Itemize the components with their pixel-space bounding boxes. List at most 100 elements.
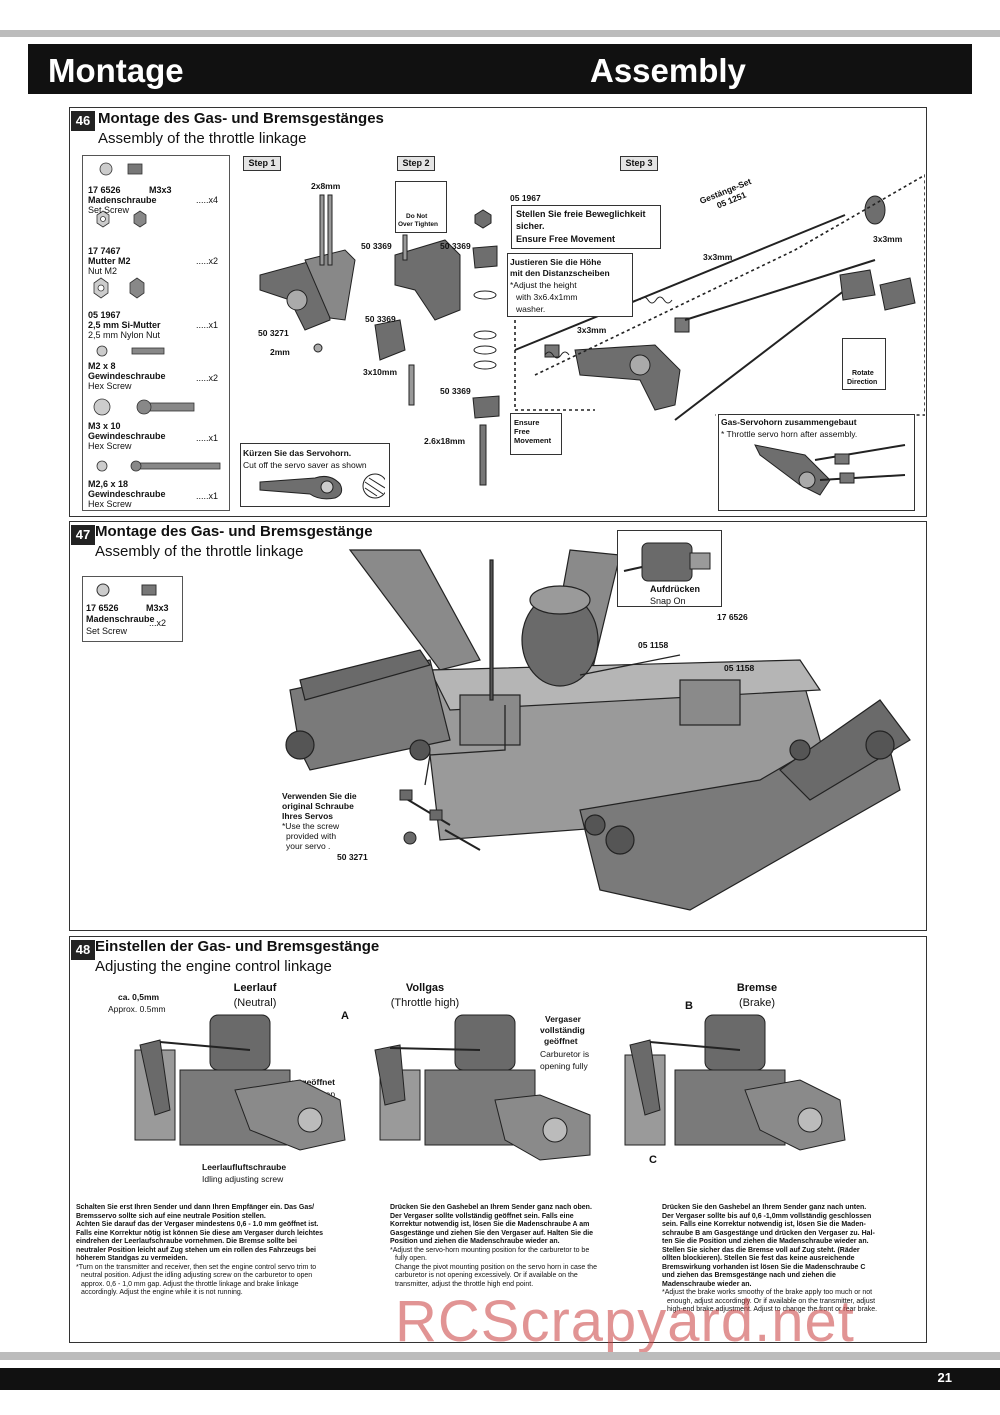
part-5-qty: .....x1 xyxy=(196,433,219,443)
label-50-3271: 50 3271 xyxy=(258,328,289,338)
section-47-title-de: Montage des Gas- und Bremsgestänge xyxy=(95,523,373,540)
label-3x3mm-b: 3x3mm xyxy=(703,252,733,262)
col3-de-3: schraube B am Gasgestänge und drücken de… xyxy=(662,1229,875,1237)
open-en1: Carburetor is xyxy=(540,1049,590,1059)
part-5-de: Gewindeschraube xyxy=(88,431,166,441)
rotate-direction-box xyxy=(842,338,886,390)
over-tighten-label: Over Tighten xyxy=(398,221,438,228)
neutral-en: (Neutral) xyxy=(233,997,277,1009)
column-1-text: Schalten Sie erst Ihren Sender und dann … xyxy=(76,1204,366,1298)
rotate-label: Rotate xyxy=(852,370,874,377)
col3-en-2: high-end brake adjustment. Adjust to cha… xyxy=(667,1306,878,1313)
label-2-6x18mm: 2.6x18mm xyxy=(424,436,466,446)
col2-en-2: Change the pivot mounting position on th… xyxy=(395,1263,597,1271)
step-2-label: Step 2 xyxy=(397,156,435,171)
servo-note-de3: Ihres Servos xyxy=(282,811,334,821)
col2-en-1: fully open. xyxy=(395,1255,427,1262)
part-1-en: Set Screw xyxy=(88,205,130,215)
callout-height-en1: *Adjust the height xyxy=(510,280,577,290)
snap-on-de: Aufdrücken xyxy=(650,584,701,594)
high-de: Vollgas xyxy=(405,982,445,994)
col2-de-1: Der Vergaser sollte vollständig geöffnet… xyxy=(390,1212,574,1220)
section-48-title-de: Einstellen der Gas- und Bremsgestänge xyxy=(95,938,380,955)
col3-de-6: ollten blockieren). Stellen Sie fest das… xyxy=(662,1255,855,1262)
section-47-title-en: Assembly of the throttle linkage xyxy=(95,543,304,560)
part-2-en: Nut M2 xyxy=(88,266,118,276)
part-1-spec: M3x3 xyxy=(149,185,172,195)
part-5-spec: M3 x 10 xyxy=(88,421,121,431)
assembly-drawing-46 xyxy=(259,174,925,486)
callout-free-de1: Stellen Sie freie Beweglichkeit xyxy=(516,209,646,219)
part-1-num: 17 6526 xyxy=(88,185,121,195)
col2-en-4: transmitter, adjust the throttle high en… xyxy=(395,1280,534,1288)
watermark: RCScrapyard.net xyxy=(395,1289,855,1354)
callout-height-en3: washer. xyxy=(516,304,546,314)
do-not-label: Do Not xyxy=(406,213,428,220)
label-05-1158-b: 05 1158 xyxy=(724,663,755,673)
gap-05-de: ca. 0,5mm xyxy=(118,992,160,1002)
callout-height-de2: mit den Distanzscheiben xyxy=(510,268,610,278)
parts-list-46 xyxy=(82,155,230,511)
label-3x3mm-a: 3x3mm xyxy=(577,325,607,335)
step-1-label: Step 1 xyxy=(243,156,281,171)
header-title-de: Montage xyxy=(48,52,184,89)
callout-free-de2: sicher. xyxy=(516,221,545,231)
col2-de-4: Position und ziehen die Madenschraube wi… xyxy=(390,1238,560,1245)
label-2x8mm: 2x8mm xyxy=(311,181,341,191)
col2-de-2: Korrektur notwendig ist, lösen Sie die M… xyxy=(390,1221,590,1228)
movement-label: Movement xyxy=(514,436,552,445)
engine-adjust-drawings xyxy=(134,1014,846,1161)
part-6-en: Hex Screw xyxy=(88,499,132,509)
idle-screw-de: Leerlaufluftschraube xyxy=(202,1162,287,1172)
callout-height-de1: Justieren Sie die Höhe xyxy=(510,257,602,267)
letter-b: B xyxy=(685,1000,693,1012)
callout-height-en2: with 3x6.4x1mm xyxy=(516,292,578,302)
part-4-qty: .....x2 xyxy=(196,373,219,383)
header-bar xyxy=(28,44,972,94)
col3-de-1: Der Vergaser sollte bis auf 0,6 -1,0mm v… xyxy=(662,1212,872,1220)
callout-servo-horn-assembled xyxy=(718,414,915,511)
part-4-spec: M2 x 8 xyxy=(88,361,116,371)
col2-en-3: carburetor is not opening excessively. O… xyxy=(395,1272,578,1279)
col1-en-1: neutral position. Adjust the idling adju… xyxy=(81,1272,313,1279)
part-1-qty: .....x4 xyxy=(196,195,219,205)
servo-horn-cut-icon xyxy=(259,473,385,500)
col2-en-0: *Adjust the servo-horn mounting position… xyxy=(390,1246,590,1254)
col1-en-3: accordingly. Adjust the engine while it … xyxy=(81,1289,243,1296)
letter-a: A xyxy=(341,1010,349,1022)
label-50-3369-d: 50 3369 xyxy=(440,386,471,396)
part-4-de: Gewindeschraube xyxy=(88,371,166,381)
label-17-6526: 17 6526 xyxy=(717,612,748,622)
col2-de-3: Gasgestänge und ziehen Sie den Vergaser … xyxy=(390,1229,594,1237)
part-6-qty: .....x1 xyxy=(196,491,219,501)
ensure-label: Ensure xyxy=(514,418,540,427)
part-1-de: Madenschraube xyxy=(88,195,157,205)
ensure-free-movement-box xyxy=(510,413,562,455)
col3-de-5: Stellen Sie sicher das die Bremse voll a… xyxy=(662,1246,860,1254)
part-2-num: 17 7467 xyxy=(88,246,121,256)
servo-note-de2: original Schraube xyxy=(282,801,354,811)
part-2-de: Mutter M2 xyxy=(88,256,131,266)
section-48-number: 48 xyxy=(71,940,95,960)
page-number: 21 xyxy=(937,1370,952,1385)
part-3-de: 2,5 mm Si-Mutter xyxy=(88,320,161,330)
col3-en-1: enough, adjust accordingly. Or if availa… xyxy=(667,1297,876,1305)
callout-servo-de: Gas-Servohorn zusammengebaut xyxy=(721,417,857,427)
chassis-drawing-47 xyxy=(285,549,911,911)
label-05-1967: 05 1967 xyxy=(510,193,541,203)
part-3-num: 05 1967 xyxy=(88,310,121,320)
header-title-en: Assembly xyxy=(590,52,746,89)
step-3-label: Step 3 xyxy=(620,156,658,171)
callout-free-movement xyxy=(511,205,661,249)
brake-de: Bremse xyxy=(736,982,778,994)
label-50-3369-c: 50 3369 xyxy=(365,314,396,324)
col3-de-4: ten Sie die Position und ziehen die Made… xyxy=(662,1238,869,1245)
label-05-1158-a: 05 1158 xyxy=(638,640,669,650)
servo-note-en3: your servo . xyxy=(286,841,331,851)
part-6-de: Gewindeschraube xyxy=(88,489,166,499)
label-50-3369-b: 50 3369 xyxy=(440,241,471,251)
col1-en-2: approx. 0,6 - 1,0 mm gap. Adjust the thr… xyxy=(81,1280,299,1288)
letter-c: C xyxy=(649,1154,657,1166)
free-label: Free xyxy=(514,427,530,436)
part-47-num: 17 6526 xyxy=(86,603,119,613)
